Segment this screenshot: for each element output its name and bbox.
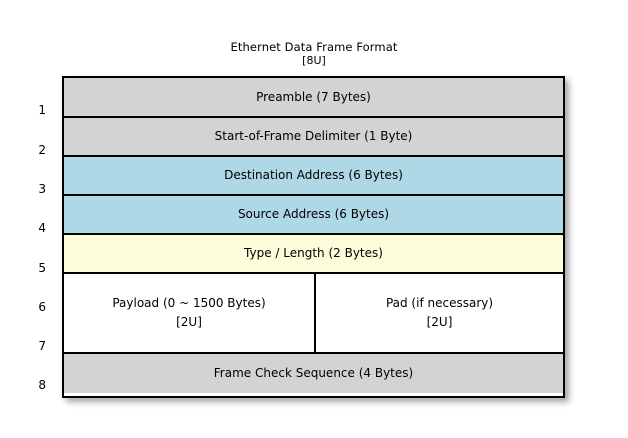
frame-field-destination-address: Destination Address (6 Bytes) (64, 157, 563, 196)
frame-field-sfd: Start-of-Frame Delimiter (1 Byte) (64, 118, 563, 157)
row-number-4: 4 (38, 221, 46, 235)
row-number-gutter: 1 2 3 4 5 6 7 8 (0, 76, 56, 398)
frame-field-frame-check-sequence: Frame Check Sequence (4 Bytes) (64, 354, 563, 393)
diagram-title-block: Ethernet Data Frame Format [8U] (0, 40, 628, 68)
frame-field-destination-address-label: Destination Address (6 Bytes) (224, 168, 403, 182)
frame-field-source-address-label: Source Address (6 Bytes) (237, 207, 390, 221)
diagram-subtitle: [8U] (302, 54, 326, 67)
row-number-7: 7 (38, 339, 46, 353)
frame-field-frame-check-sequence-label: Frame Check Sequence (4 Bytes) (213, 366, 414, 380)
frame-field-preamble-label: Preamble (7 Bytes) (256, 89, 371, 104)
row-number-5: 5 (38, 261, 46, 275)
frame-field-source-address: Source Address (6 Bytes) (64, 196, 563, 235)
frame-field-type-length: Type / Length (2 Bytes) (64, 235, 563, 274)
row-number-6: 6 (38, 300, 46, 314)
row-number-3: 3 (38, 182, 46, 196)
frame-field-payload-label: Payload (0 ~ 1500 Bytes) (112, 296, 266, 310)
frame-field-pad-sublabel: [2U] (426, 315, 453, 329)
frame-field-pad-label: Pad (if necessary) (385, 296, 494, 310)
frame-field-pad: Pad (if necessary) [2U] (316, 274, 563, 352)
frame-field-table: Preamble (7 Bytes) Start-of-Frame Delimi… (62, 76, 565, 398)
frame-field-preamble: Preamble (7 Bytes) (64, 78, 563, 118)
frame-field-type-length-label: Type / Length (2 Bytes) (244, 246, 383, 260)
diagram-title: Ethernet Data Frame Format (230, 40, 398, 54)
frame-field-sfd-label: Start-of-Frame Delimiter (1 Byte) (214, 129, 413, 143)
row-number-1: 1 (38, 103, 46, 117)
row-number-2: 2 (38, 143, 46, 157)
frame-field-payload-sublabel: [2U] (176, 315, 202, 329)
row-number-8: 8 (38, 378, 46, 392)
frame-field-payload: Payload (0 ~ 1500 Bytes) [2U] (64, 274, 316, 352)
frame-field-payload-pad-row: Payload (0 ~ 1500 Bytes) [2U] Pad (if ne… (64, 274, 563, 354)
